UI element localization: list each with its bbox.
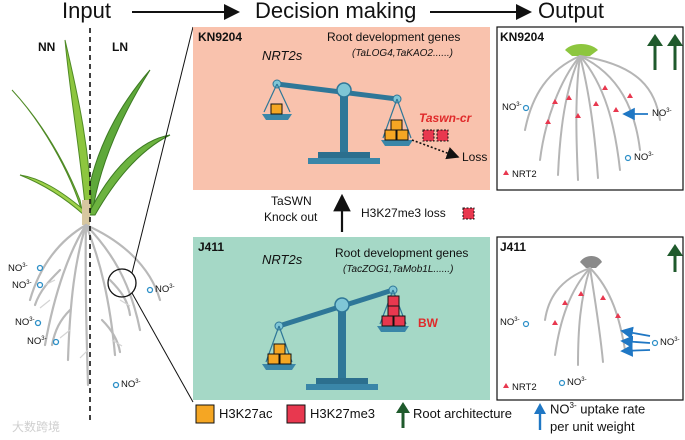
root-system-top <box>503 44 661 181</box>
bottom-bw-label: BW <box>418 316 438 330</box>
top-genes-title: Root development genes <box>327 30 461 44</box>
lost-mark-1 <box>422 129 435 142</box>
top-transporter: NRT2s <box>262 48 303 63</box>
bottom-transporter: NRT2s <box>262 252 303 267</box>
wheat-plant <box>11 39 171 387</box>
legend-h3k27ac-swatch <box>195 404 215 424</box>
bottom-balance <box>262 285 409 390</box>
nitrate-label-5: NO3- <box>155 284 175 296</box>
output-top-nitrate-3: NO3- <box>634 152 654 164</box>
output-bottom-nrt2: NRT2 <box>512 382 537 393</box>
output-top-title: KN9204 <box>500 30 545 44</box>
legend-h3k27me3-swatch <box>286 404 306 424</box>
knockout-line1: TaSWN <box>271 194 312 208</box>
legend-h3k27me3: H3K27me3 <box>310 406 376 421</box>
bottom-panel-title: J411 <box>198 240 225 254</box>
legend-uptake-line1: NO3- uptake rate <box>550 401 646 417</box>
nitrate-label-6: NO3- <box>121 379 141 391</box>
output-bottom-nitrate-1: NO3- <box>500 317 520 329</box>
legend-root-arrow <box>396 402 410 428</box>
mark-loss-label: H3K27me3 loss <box>361 206 446 220</box>
top-balance <box>262 79 413 164</box>
label-ln: LN <box>112 40 128 54</box>
output-bottom-nitrate-2: NO3- <box>660 337 680 349</box>
root-system-bottom <box>503 256 659 388</box>
root-architecture-arrow-bottom <box>667 244 683 272</box>
output-bottom-nitrate-3: NO3- <box>567 377 587 389</box>
label-nn: NN <box>38 40 56 54</box>
bottom-genes-title: Root development genes <box>335 246 469 260</box>
output-top-nrt2: NRT2 <box>512 169 537 180</box>
top-panel-title: KN9204 <box>198 30 243 44</box>
output-top-nitrate-2: NO3- <box>652 108 672 120</box>
legend-root-architecture: Root architecture <box>413 406 512 421</box>
loss-arrow <box>411 139 460 160</box>
stage-input: Input <box>62 0 111 23</box>
bottom-genes-list: (TacZOG1,TaMob1L......) <box>343 264 454 275</box>
lost-mark-2 <box>436 129 449 142</box>
nitrate-label-1: NO3- <box>8 263 28 275</box>
stage-decision: Decision making <box>255 0 417 23</box>
nitrate-label-3: NO3- <box>15 317 35 329</box>
legend-uptake-arrow <box>534 403 546 430</box>
stage-output: Output <box>538 0 605 23</box>
legend-uptake-line2: per unit weight <box>550 419 635 434</box>
top-genes-list: (TaLOG4,TaKAO2......) <box>352 48 453 59</box>
watermark: 大数跨境 <box>12 420 61 434</box>
loss-legend-mark <box>462 207 475 220</box>
nitrate-dots <box>34 264 154 389</box>
nitrate-label-2: NO3- <box>12 280 32 292</box>
output-top-nitrate-1: NO3- <box>502 102 522 114</box>
knockout-line2: Knock out <box>264 210 318 224</box>
output-bottom-title: J411 <box>500 240 527 254</box>
root-architecture-arrows-top <box>647 34 683 70</box>
nitrate-label-4: NO3- <box>27 336 47 348</box>
top-mutant-gene: Taswn-cr <box>419 111 472 125</box>
legend-h3k27ac: H3K27ac <box>219 406 273 421</box>
top-loss-label: Loss <box>462 150 488 164</box>
